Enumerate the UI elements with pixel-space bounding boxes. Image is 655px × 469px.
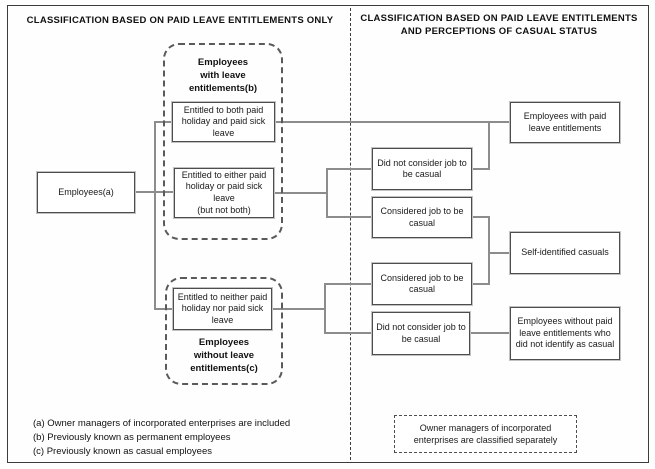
box-considered-bottom: Considered job to be casual	[372, 263, 472, 305]
connector-merge-withpaid	[488, 121, 490, 170]
box-considered-top: Considered job to be casual	[372, 197, 472, 238]
box-entitled-either-text: Entitled to either paid holiday or paid …	[181, 169, 267, 203]
group-without-leave-title: Employees without leave entitlements(c)	[169, 336, 279, 375]
connector-to-considered-top	[326, 216, 372, 218]
box-entitled-either-note: (but not both)	[197, 205, 251, 215]
group-with-leave-entitlements	[163, 43, 283, 240]
left-panel-title: CLASSIFICATION BASED ON PAID LEAVE ENTIT…	[26, 15, 334, 26]
group-without-leave-title-line2: without leave	[193, 350, 255, 361]
footnote-a: (a) Owner managers of incorporated enter…	[33, 418, 291, 429]
connector-to-selfidentified	[488, 252, 510, 254]
box-without-paid-leave: Employees without paid leave entitlement…	[510, 307, 620, 360]
connector-neither-out	[270, 308, 326, 310]
group-without-leave-entitlements	[165, 277, 283, 385]
owner-managers-note: Owner managers of incorporated enterpris…	[394, 415, 577, 453]
box-did-not-consider-top: Did not consider job to be casual	[372, 148, 472, 190]
group-with-leave-title: Employees with leave entitlements(b)	[167, 56, 279, 95]
connector-to-didnot-bottom	[324, 332, 372, 334]
box-entitled-either: Entitled to either paid holiday or paid …	[174, 168, 274, 218]
connector-to-didnot-top	[326, 168, 372, 170]
outer-border	[7, 5, 649, 463]
box-employees: Employees(a)	[37, 172, 135, 213]
group-with-leave-title-line2: with leave	[200, 70, 246, 81]
panel-divider	[350, 8, 351, 460]
box-did-not-consider-bottom: Did not consider job to be casual	[372, 312, 470, 355]
connector-didnot-top-out	[470, 168, 490, 170]
right-panel-title: CLASSIFICATION BASED ON PAID LEAVE ENTIT…	[352, 12, 646, 38]
footnotes: (a) Owner managers of incorporated enter…	[33, 417, 290, 459]
connector-considered-bottom-out	[470, 283, 490, 285]
box-with-paid-leave: Employees with paid leave entitlements	[510, 102, 620, 143]
connector-left-trunk	[154, 121, 156, 310]
connector-either-out	[272, 192, 328, 194]
connector-merge-casuals	[488, 216, 490, 285]
connector-to-withoutpaid	[469, 332, 510, 334]
box-entitled-neither: Entitled to neither paid holiday nor pai…	[173, 288, 272, 330]
connector-considered-top-out	[470, 216, 490, 218]
group-with-leave-title-line1: Employees	[197, 57, 249, 68]
footnote-c: (c) Previously known as casual employees	[33, 446, 212, 457]
right-panel-title-line1: CLASSIFICATION BASED ON PAID LEAVE ENTIT…	[360, 13, 638, 24]
connector-neither-split	[324, 283, 326, 334]
connector-both-to-withpaid	[273, 121, 510, 123]
connector-to-considered-bottom	[324, 283, 372, 285]
connector-either-split	[326, 168, 328, 218]
box-entitled-both: Entitled to both paid holiday and paid s…	[172, 102, 275, 142]
group-with-leave-title-line3: entitlements(b)	[188, 83, 258, 94]
right-panel-title-line2: AND PERCEPTIONS OF CASUAL STATUS	[400, 26, 598, 37]
connector-to-entitled-neither	[154, 308, 175, 310]
group-without-leave-title-line3: entitlements(c)	[190, 363, 258, 374]
footnote-b: (b) Previously known as permanent employ…	[33, 432, 231, 443]
group-without-leave-title-line1: Employees	[198, 337, 250, 348]
box-self-identified-casuals: Self-identified casuals	[510, 232, 620, 274]
